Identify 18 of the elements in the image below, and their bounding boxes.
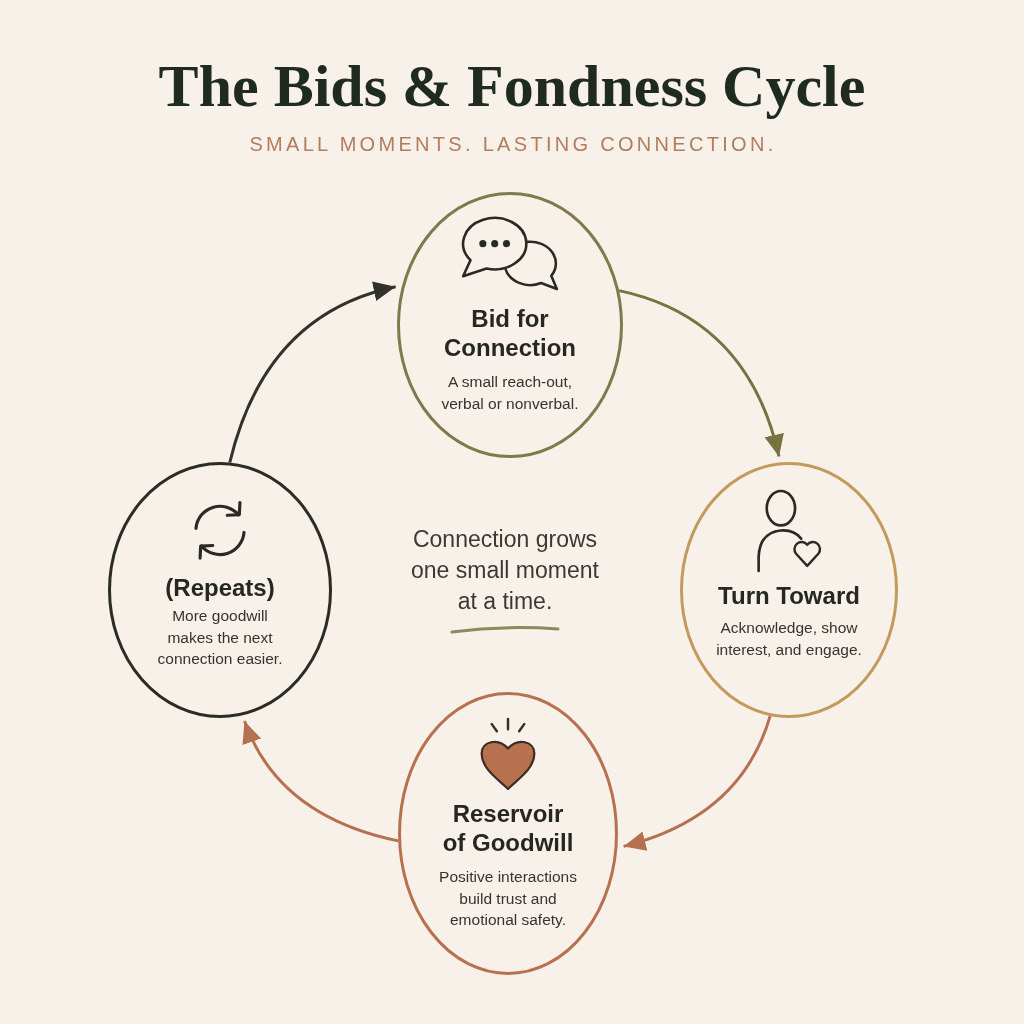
stage-ellipse <box>108 462 332 718</box>
stage-heading: (Repeats) <box>165 573 275 602</box>
stage-ellipse <box>397 192 623 458</box>
subtitle: SMALL MOMENTS. LASTING CONNECTION. <box>249 133 777 155</box>
stage-heading: Reservoir of Goodwill <box>441 799 575 857</box>
stage-description: A small reach-out, verbal or nonverbal. <box>440 372 580 414</box>
stage-description: More goodwill makes the next connection easier. <box>156 606 284 669</box>
cycle-arrow <box>243 720 399 843</box>
stage-description: Acknowledge, show interest, and engage. <box>715 618 863 660</box>
stage-heading: Turn Toward <box>718 581 860 610</box>
cycle-arrow <box>228 282 396 463</box>
cycle-arrow <box>618 289 783 457</box>
stage-ellipse <box>398 692 618 975</box>
center-note: Connection grows one small moment at a time. <box>410 525 600 616</box>
stage-description: Positive interactions build trust and emotional safety. <box>438 867 578 930</box>
stage-heading: Bid for Connection <box>443 304 577 362</box>
stage-ellipse <box>680 462 898 718</box>
cycle-arrow <box>623 715 772 850</box>
